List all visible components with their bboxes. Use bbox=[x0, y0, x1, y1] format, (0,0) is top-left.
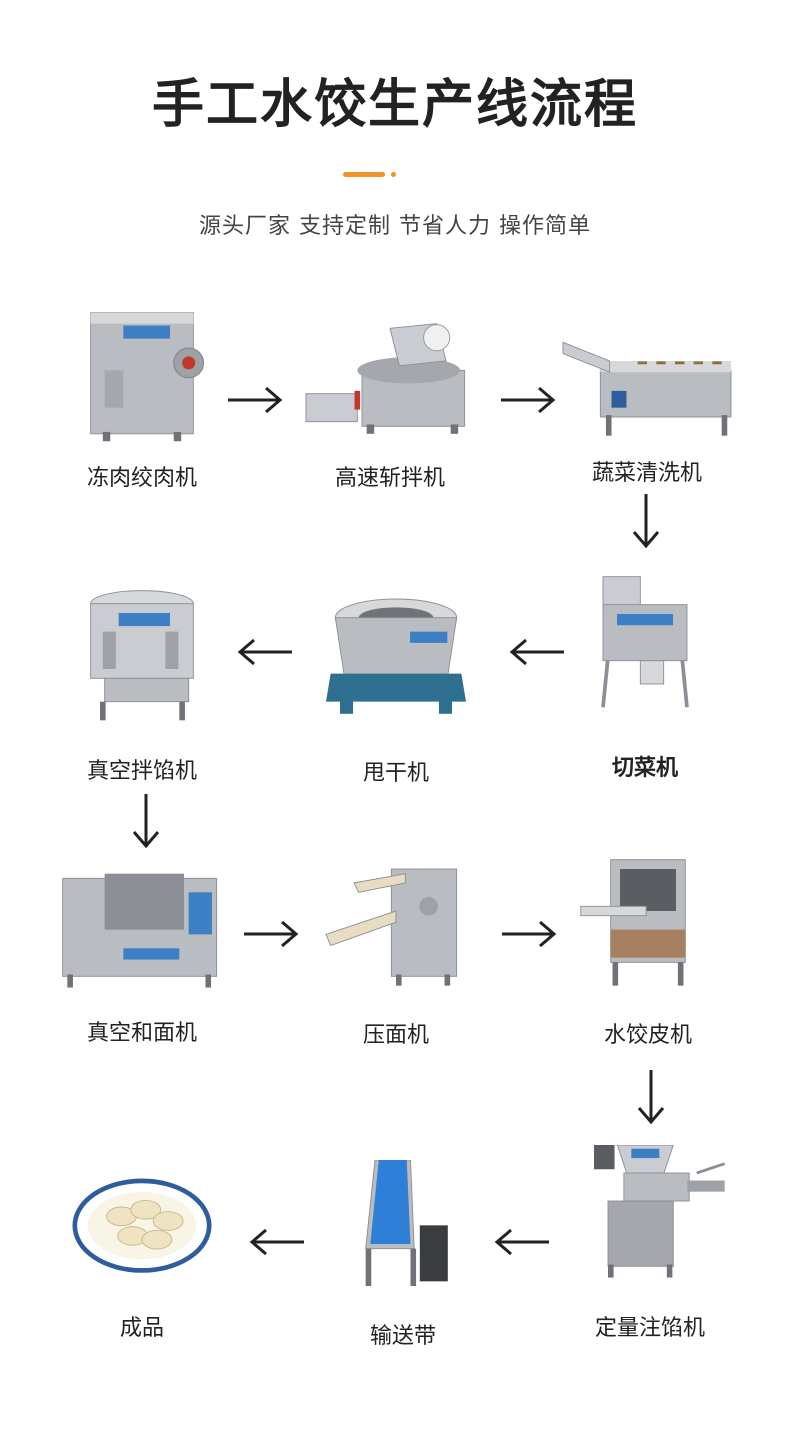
right-arrow-icon bbox=[501, 386, 556, 414]
step-label: 切菜机 bbox=[611, 756, 678, 781]
left-arrow-icon bbox=[494, 1228, 549, 1256]
down-arrow-icon bbox=[132, 794, 160, 849]
bowl-cutter-image bbox=[305, 323, 466, 434]
right-arrow-icon bbox=[244, 920, 299, 948]
vegetable-washer-image bbox=[562, 341, 732, 436]
meat-grinder-image bbox=[90, 312, 205, 442]
left-arrow-icon bbox=[509, 638, 564, 666]
left-arrow-icon bbox=[237, 638, 292, 666]
step-label: 水饺皮机 bbox=[603, 1023, 692, 1048]
vegetable-cutter-image bbox=[601, 576, 689, 708]
left-arrow-icon bbox=[249, 1228, 304, 1256]
quantitative-filler-image bbox=[594, 1145, 726, 1278]
dumpling-wrapper-machine-image bbox=[580, 859, 686, 986]
dough-press-image bbox=[325, 868, 458, 986]
step-label: 成品 bbox=[119, 1316, 164, 1341]
step-label: 定量注馅机 bbox=[594, 1316, 705, 1341]
down-arrow-icon bbox=[632, 494, 660, 549]
step-label: 压面机 bbox=[362, 1023, 429, 1048]
step-label: 甩干机 bbox=[362, 761, 429, 786]
down-arrow-icon bbox=[637, 1070, 665, 1125]
page-subtitle: 源头厂家 支持定制 节省人力 操作简单 bbox=[199, 214, 591, 239]
step-label: 高速斩拌机 bbox=[334, 466, 445, 491]
vacuum-filling-mixer-image bbox=[90, 590, 194, 721]
step-label: 蔬菜清洗机 bbox=[591, 461, 702, 486]
vacuum-dough-mixer-image bbox=[62, 873, 218, 988]
conveyor-image bbox=[365, 1160, 448, 1286]
dumpling-plate-image bbox=[72, 1178, 212, 1273]
step-label: 真空拌馅机 bbox=[86, 759, 197, 784]
step-label: 输送带 bbox=[369, 1324, 436, 1349]
step-label: 冻肉绞肉机 bbox=[86, 466, 197, 491]
spin-dryer-image bbox=[326, 598, 466, 714]
page-title: 手工水饺生产线流程 bbox=[151, 75, 638, 135]
step-label: 真空和面机 bbox=[86, 1021, 197, 1046]
right-arrow-icon bbox=[228, 386, 283, 414]
right-arrow-icon bbox=[502, 920, 557, 948]
